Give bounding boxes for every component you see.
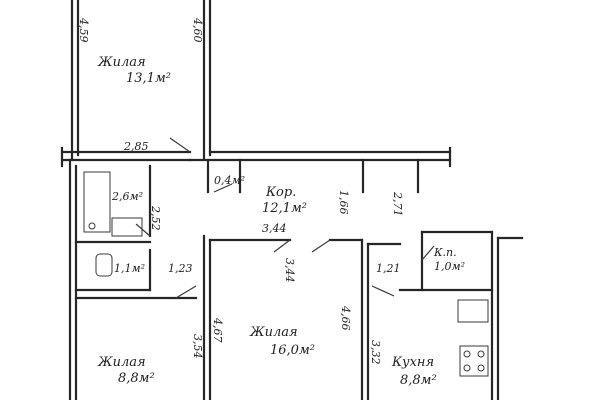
dim-kitchen-left: 3,32	[369, 340, 382, 365]
kitchen-name: Кухня	[391, 355, 434, 370]
burner-3-icon	[463, 364, 471, 372]
burner-4-icon	[477, 364, 485, 372]
dim-corridor-lower-b: 3,44	[283, 258, 296, 283]
dim-left-door: 1,23	[168, 262, 193, 275]
dim-living-left-side: 3,54	[191, 334, 204, 359]
room-labels: Жилая 13,1м² Кор. 12,1м² 2,6м² 1,1м² 0,4…	[97, 55, 465, 388]
dim-top-right-wall: 4,60	[191, 17, 204, 43]
living-center-name: Жилая	[249, 325, 298, 340]
dim-corridor-lower-a: 3,44	[262, 222, 287, 235]
dimension-labels: 4,59 4,60 2,85 2,52 3,44 3,44 1,66 2,71 …	[77, 17, 404, 365]
top-room-area: 13,1м²	[126, 71, 171, 86]
closet-door	[213, 183, 233, 193]
fixtures	[83, 171, 489, 377]
toilet-area: 1,1м²	[114, 262, 145, 275]
dim-kitchen-entry: 2,71	[391, 191, 404, 217]
burner-2-icon	[477, 350, 485, 358]
living-center-door-b	[311, 239, 331, 253]
living-left-area: 8,8м²	[118, 371, 155, 386]
stove-icon	[459, 345, 489, 377]
bath-door	[135, 223, 151, 237]
pantry-name: К.п.	[433, 246, 457, 259]
kitchen-door	[371, 285, 395, 297]
corridor-area: 12,1м²	[262, 201, 307, 216]
bathtub-icon	[83, 171, 111, 233]
living-center-area: 16,0м²	[270, 343, 315, 358]
toilet-icon	[95, 253, 113, 277]
dim-bath-side: 2,52	[149, 205, 162, 231]
dim-living-center-left: 4,67	[211, 317, 224, 343]
walls	[60, 0, 524, 400]
kitchen-sink-icon	[457, 299, 489, 323]
sink-icon	[111, 217, 143, 237]
dim-top-left-wall: 4,59	[77, 17, 90, 43]
dim-top-room-width: 2,85	[123, 140, 149, 153]
dim-corridor-right: 1,66	[337, 190, 350, 215]
door-top-room	[169, 137, 191, 153]
top-room-name: Жилая	[97, 55, 146, 70]
living-center-door-a	[273, 239, 291, 253]
dim-right-door: 1,21	[376, 262, 401, 275]
bath-area: 2,6м²	[111, 190, 143, 203]
kitchen-area: 8,8м²	[400, 373, 437, 388]
dim-living-center-right: 4,66	[339, 305, 352, 331]
closet-area: 0,4м²	[214, 174, 245, 187]
living-left-door	[175, 285, 197, 299]
pantry-area: 1,0м²	[434, 260, 465, 273]
burner-1-icon	[463, 350, 471, 358]
corridor-name: Кор.	[265, 185, 296, 200]
drain-icon	[88, 222, 96, 230]
living-left-name: Жилая	[97, 355, 146, 370]
pantry-door	[421, 245, 435, 261]
